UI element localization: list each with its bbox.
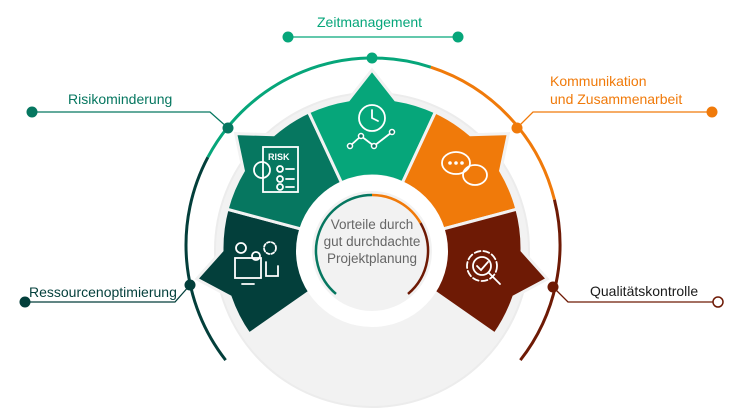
magnifier-handle: [488, 272, 501, 285]
chat-dot: [460, 161, 464, 165]
dot-komm-end: [706, 106, 718, 118]
label-zusammenarbeit: und Zusammenarbeit: [550, 91, 683, 107]
person-2: [251, 251, 261, 261]
label-kommunikation: Kommunikation: [550, 73, 647, 89]
trend-point: [388, 128, 396, 136]
gear-small: [263, 241, 277, 255]
dot-zeit-left: [282, 31, 294, 43]
label-ressourcenoptimierung: Ressourcenoptimierung: [29, 284, 177, 300]
connector-qual: [552, 286, 713, 303]
dot-zeit-right: [452, 31, 464, 43]
connector-ress: [25, 284, 191, 303]
center-title: Vorteile durch gut durchdachte Projektpl…: [312, 216, 432, 267]
dot-risk-arc: [222, 122, 234, 134]
hand-pointer: [265, 261, 279, 277]
chat-bubble-1: [441, 151, 471, 175]
outer-arc-2: [430, 65, 556, 201]
center-line-3: Projektplanung: [326, 251, 418, 266]
center-line-2: gut durchdachte: [323, 234, 421, 249]
risk-text: RISK: [268, 152, 290, 162]
risk-checklist-icon: RISK: [253, 146, 299, 193]
dot-ress-arc: [184, 279, 196, 291]
magnifier-lens: [472, 256, 492, 276]
gear-outline: [466, 250, 498, 282]
clock-hands: [371, 109, 379, 122]
dot-risk-end: [26, 106, 38, 118]
label-zeitmanagement: Zeitmanagement: [317, 14, 423, 30]
dot-komm-arc: [511, 122, 523, 134]
risk-bullet: [276, 183, 284, 191]
center-arc-red: [407, 222, 430, 295]
clock-chart-icon: [346, 104, 396, 150]
risk-bullet: [276, 175, 284, 183]
chat-dot: [448, 161, 452, 165]
person-1: [235, 242, 247, 254]
connector-komm: [516, 111, 712, 129]
connector-risk: [32, 111, 229, 129]
monitor: [234, 257, 262, 279]
risk-bullet: [276, 165, 284, 173]
center-arc-orange: [371, 193, 422, 224]
chat-dot: [454, 161, 458, 165]
quality-gear-check-icon: [466, 250, 501, 285]
center-circle: [312, 191, 432, 311]
dot-ress-end: [19, 296, 31, 308]
label-qualitaetskontrolle: Qualitätskontrolle: [590, 283, 699, 299]
clock-face: [358, 104, 386, 132]
chat-bubbles-icon: [441, 151, 488, 186]
trend-point: [370, 142, 378, 150]
chat-bubble-2: [462, 164, 488, 186]
risk-gear: [253, 161, 271, 179]
dot-qual-end: [712, 296, 724, 308]
center-arc-green: [314, 193, 373, 295]
dot-qual-arc: [547, 281, 559, 293]
trend-point: [357, 132, 365, 140]
check-mark: [476, 261, 489, 272]
center-line-1: Vorteile durch: [330, 217, 414, 232]
risk-document: [262, 146, 299, 193]
label-risikominderung: Risikominderung: [68, 91, 173, 107]
dot-zeit-arc: [366, 52, 378, 64]
resource-management-icon: [234, 241, 279, 285]
trend-point: [346, 142, 354, 150]
outer-arc-0: [184, 156, 227, 362]
trend-line: [349, 131, 393, 148]
